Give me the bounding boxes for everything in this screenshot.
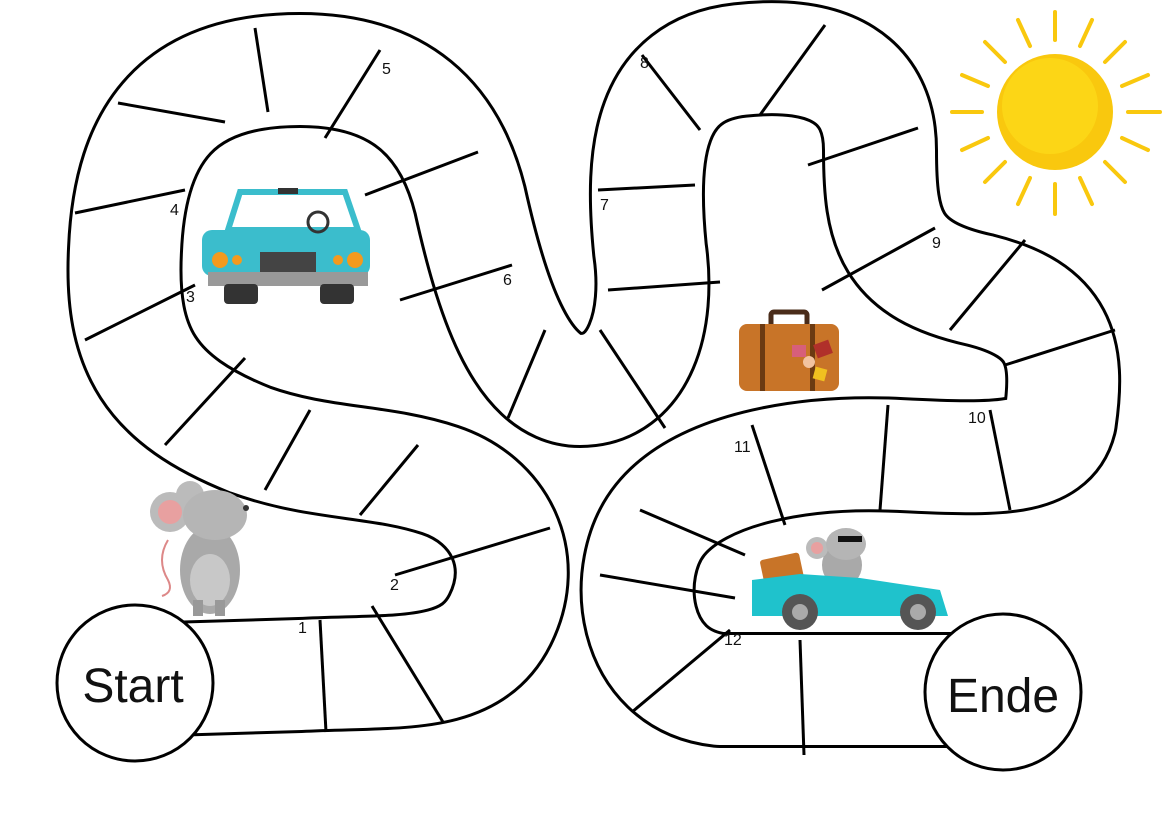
field-number-10: 10 — [968, 410, 986, 427]
sun-icon — [950, 10, 1162, 216]
field-number-7: 7 — [600, 197, 609, 214]
start-label: Start — [82, 660, 183, 713]
field-number-3: 3 — [186, 289, 195, 306]
field-number-12: 12 — [724, 632, 742, 649]
field-number-6: 6 — [503, 272, 512, 289]
field-number-8: 8 — [640, 55, 649, 72]
suitcase-icon — [739, 309, 839, 391]
field-number-2: 2 — [390, 577, 399, 594]
field-number-1: 1 — [298, 620, 307, 637]
field-dividers — [74, 24, 1116, 756]
start-circle: Start — [55, 603, 215, 763]
field-number-5: 5 — [382, 61, 391, 78]
mouse-in-convertible-icon — [752, 528, 948, 630]
mouse-icon — [150, 481, 249, 616]
field-number-11: 11 — [734, 439, 751, 456]
end-label: Ende — [947, 670, 1059, 723]
blue-car-icon — [202, 188, 370, 304]
field-number-9: 9 — [932, 235, 941, 252]
field-number-4: 4 — [170, 202, 179, 219]
end-circle: Ende — [923, 612, 1083, 772]
field-numbers: 1 2 3 4 5 6 7 8 9 10 11 12 — [170, 55, 986, 649]
